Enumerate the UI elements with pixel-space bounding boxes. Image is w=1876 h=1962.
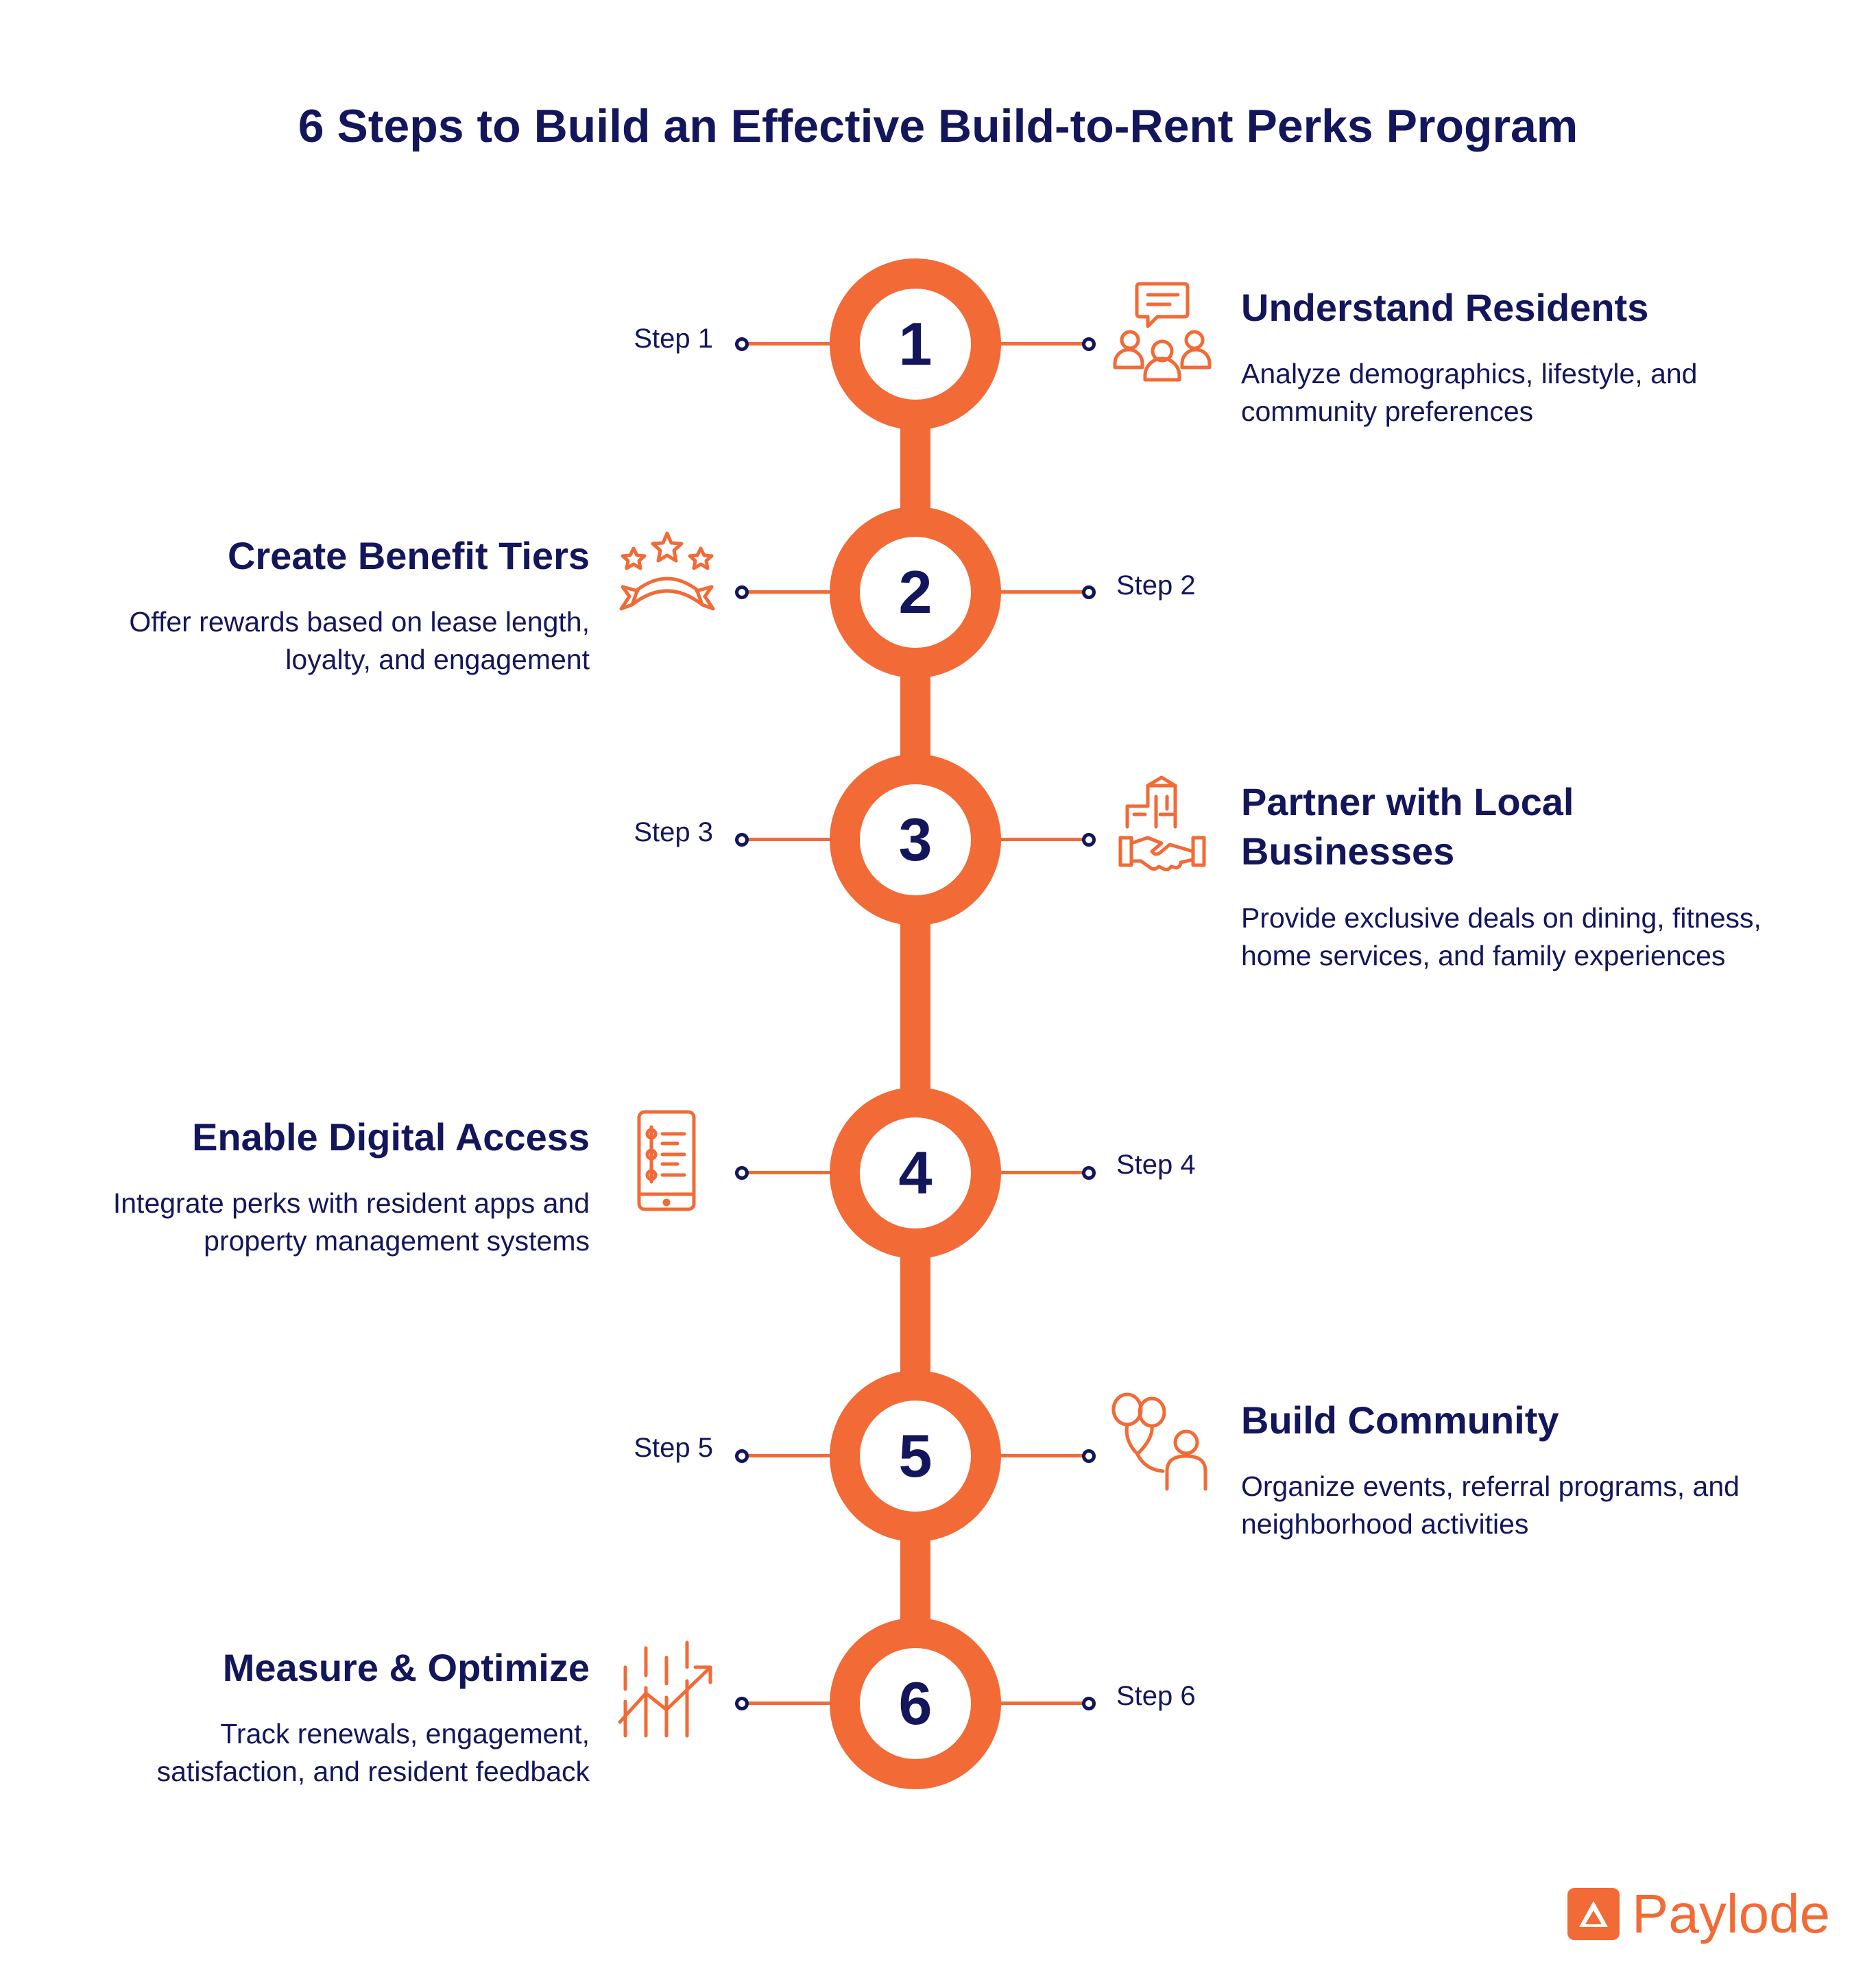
connector-left [742, 590, 831, 594]
connector-left [742, 342, 831, 346]
step-title: Understand Residents [1241, 286, 1649, 329]
connector-dot [735, 585, 749, 599]
connector-left [742, 1171, 831, 1174]
step-label: Step 2 [1116, 570, 1196, 601]
connector-left [742, 1454, 831, 1457]
connector-dot [735, 833, 749, 847]
step-title: Build Community [1241, 1398, 1559, 1442]
step-label: Step 6 [1116, 1681, 1196, 1711]
connector-dot [1082, 833, 1096, 847]
growth-chart-icon [616, 1640, 719, 1743]
connector-right [1000, 838, 1089, 841]
connector-dot [1082, 337, 1096, 351]
step-label: Step 3 [634, 817, 713, 847]
connector-left [742, 838, 831, 841]
step-title: Enable Digital Access [192, 1115, 590, 1159]
handshake-building-icon [1118, 775, 1207, 877]
step-description: Organize events, referral programs, and … [1241, 1470, 1740, 1540]
step-description: Offer rewards based on lease length, loy… [129, 606, 590, 675]
connector-right [1000, 1701, 1089, 1705]
stars-ribbon-icon [616, 528, 719, 631]
connector-right [1000, 1454, 1089, 1457]
connector-dot [1082, 1697, 1096, 1710]
step-label: Step 1 [634, 324, 713, 354]
connector-dot [735, 1697, 749, 1710]
connector-right [1000, 1171, 1089, 1174]
step-title: Measure & Optimize [222, 1646, 590, 1689]
connector-dot [735, 1166, 749, 1180]
connector-dot [1082, 585, 1096, 599]
connector-dot [1082, 1166, 1096, 1180]
connector-dot [735, 1449, 749, 1463]
balloons-person-icon [1109, 1392, 1212, 1494]
brand-name: Paylode [1632, 1883, 1831, 1944]
connector-dot [1082, 1449, 1096, 1463]
step-label: Step 4 [1116, 1150, 1196, 1180]
connector-right [1000, 590, 1089, 594]
page-title: 6 Steps to Build an Effective Build-to-R… [298, 100, 1578, 152]
paylode-brand: Paylode [1567, 1887, 1830, 1941]
connector-dot [735, 337, 749, 351]
step-title: Partner with Local Businesses [1241, 780, 1574, 873]
paylode-logo-icon [1567, 1888, 1620, 1940]
step-number-circle: 3 [830, 754, 1001, 925]
step-number-circle: 2 [830, 507, 1001, 678]
connector-right [1000, 342, 1089, 346]
connector-left [742, 1701, 831, 1705]
step-description: Integrate perks with resident apps and p… [112, 1187, 590, 1257]
step-description: Track renewals, engagement, satisfaction… [156, 1718, 590, 1787]
mobile-app-icon [636, 1109, 698, 1212]
step-description: Analyze demographics, lifestyle, and com… [1241, 358, 1698, 427]
step-number-circle: 1 [830, 258, 1001, 430]
step-title: Create Benefit Tiers [227, 534, 590, 577]
step-number-circle: 5 [830, 1370, 1001, 1542]
step-label: Step 5 [634, 1433, 713, 1463]
residents-chat-icon [1111, 281, 1214, 384]
step-number-circle: 4 [830, 1087, 1001, 1259]
step-description: Provide exclusive deals on dining, fitne… [1241, 902, 1761, 971]
step-number-circle: 6 [830, 1618, 1001, 1789]
